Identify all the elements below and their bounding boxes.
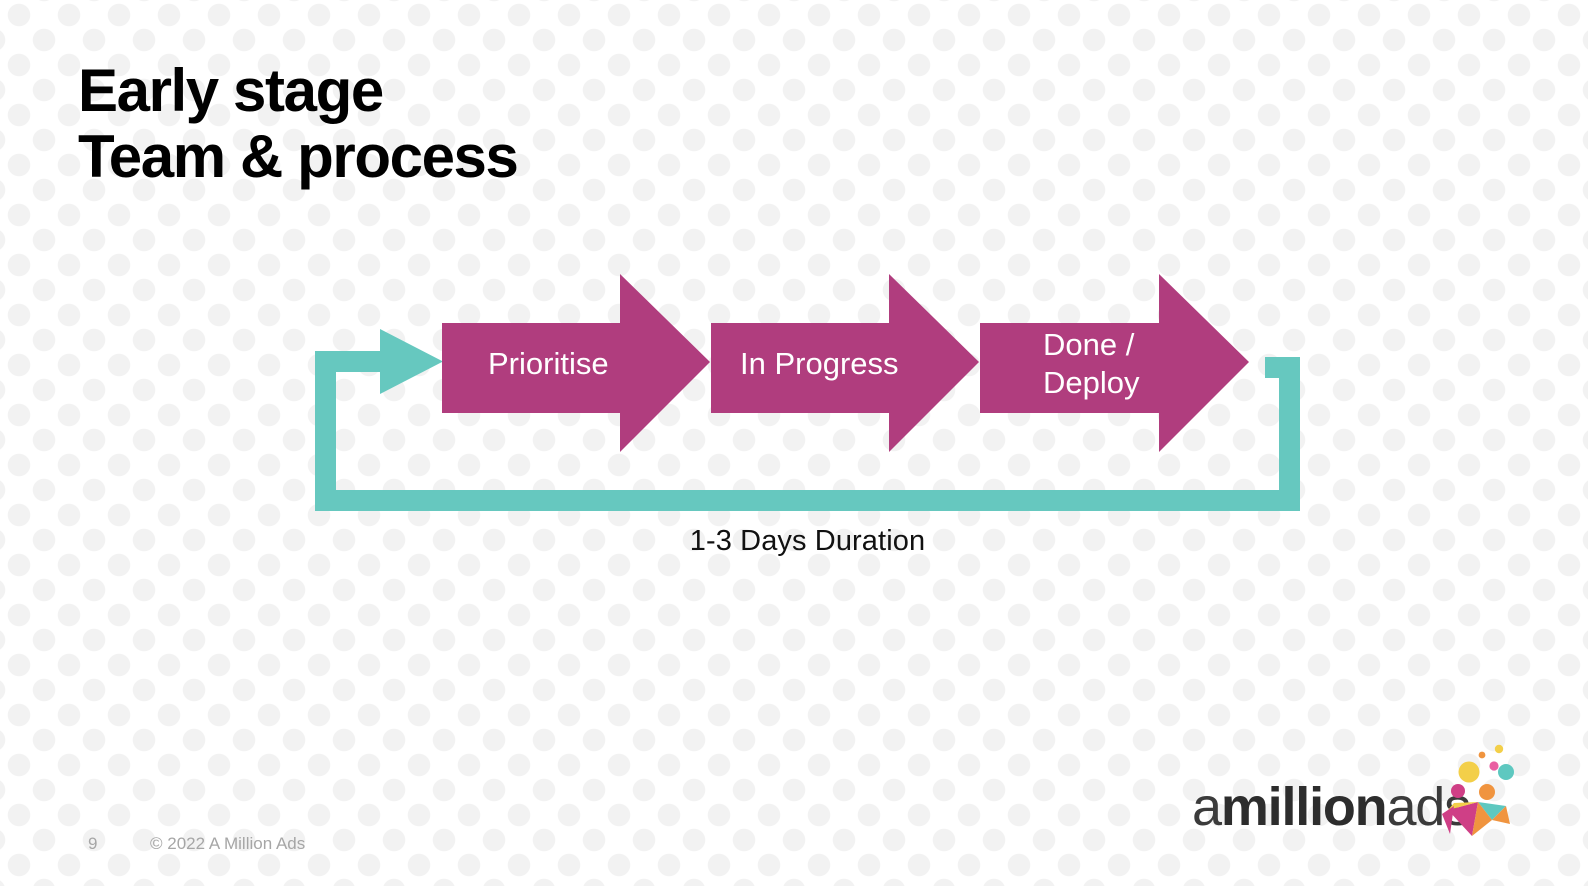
- chevron-step-3[interactable]: [980, 274, 1249, 452]
- confetti-dot-magenta: [1451, 784, 1465, 798]
- logo-word-million: million: [1220, 777, 1388, 837]
- confetti-dot-yellow-large: [1458, 761, 1480, 783]
- chevron-shape-1: [442, 274, 710, 452]
- logo-wordmark: amillionads: [1192, 776, 1471, 838]
- feedback-loop-arrow: [315, 329, 1300, 511]
- megaphone-confetti-icon: [1442, 744, 1514, 836]
- chevron-shape-3: [980, 274, 1249, 452]
- chevron-step-2[interactable]: [711, 274, 979, 452]
- loop-left-vertical: [315, 351, 336, 511]
- page-number: 9: [88, 834, 98, 853]
- confetti-dot-yellow-small: [1494, 744, 1504, 754]
- slide-footer: 9 © 2022 A Million Ads: [88, 834, 305, 854]
- copyright-text: © 2022 A Million Ads: [150, 834, 306, 853]
- megaphone-segment-orange-2: [1492, 806, 1510, 824]
- chevron-step-1[interactable]: [442, 274, 710, 452]
- megaphone-segment-teal: [1478, 802, 1506, 820]
- loop-duration-caption: 1-3 Days Duration: [689, 525, 926, 557]
- megaphone-tail: [1442, 806, 1454, 834]
- loop-bottom-horizontal: [315, 490, 1300, 511]
- loop-right-vertical: [1279, 357, 1300, 511]
- confetti-dot-pink-small: [1489, 761, 1499, 771]
- megaphone-segment-yellow: [1448, 802, 1478, 810]
- chevron-shape-2: [711, 274, 979, 452]
- confetti-dot-teal-large: [1498, 764, 1514, 780]
- logo-word-a: a: [1192, 777, 1222, 837]
- confetti-dot-orange-large: [1479, 784, 1495, 800]
- title-line-1: Early stage: [78, 57, 384, 124]
- title-line-2: Team & process: [78, 123, 519, 190]
- loop-arrow-head: [380, 329, 443, 394]
- confetti-dot-orange-small: [1478, 751, 1486, 759]
- megaphone-segment-magenta: [1448, 802, 1478, 836]
- page-title: Early stage Team & process: [78, 58, 978, 190]
- amillionads-logo: amillionads: [1192, 744, 1522, 840]
- loop-stub-top-left: [315, 351, 382, 372]
- megaphone-segment-orange: [1472, 802, 1492, 836]
